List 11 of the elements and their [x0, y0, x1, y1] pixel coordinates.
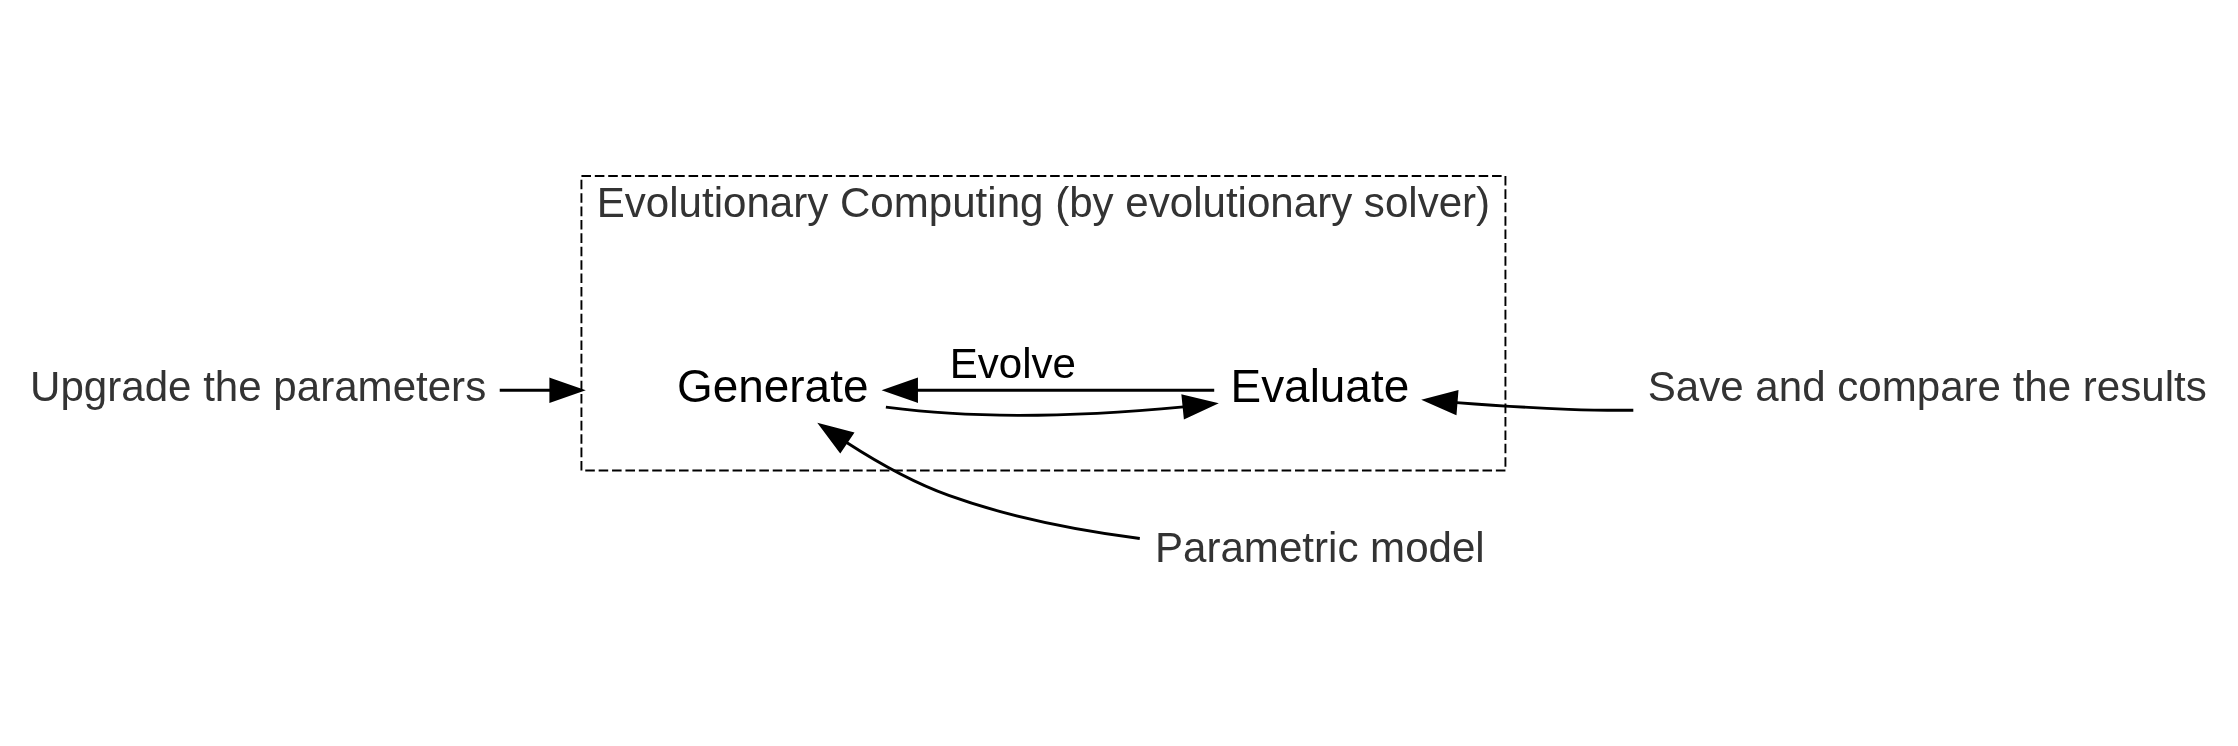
- node-text: Parametric model: [1155, 523, 1485, 571]
- edge-label: Evolve: [949, 339, 1076, 387]
- arrow: [885, 394, 1219, 420]
- node-text: Save and compare the results: [1647, 362, 2207, 410]
- arrow: [499, 377, 586, 403]
- node-text: Upgrade the parameters: [30, 362, 487, 410]
- arrow: [881, 377, 1215, 403]
- node-text: Evaluate: [1230, 360, 1410, 413]
- node-text: Generate: [677, 360, 869, 413]
- arrow: [1421, 389, 1634, 416]
- arrow: [817, 422, 1140, 540]
